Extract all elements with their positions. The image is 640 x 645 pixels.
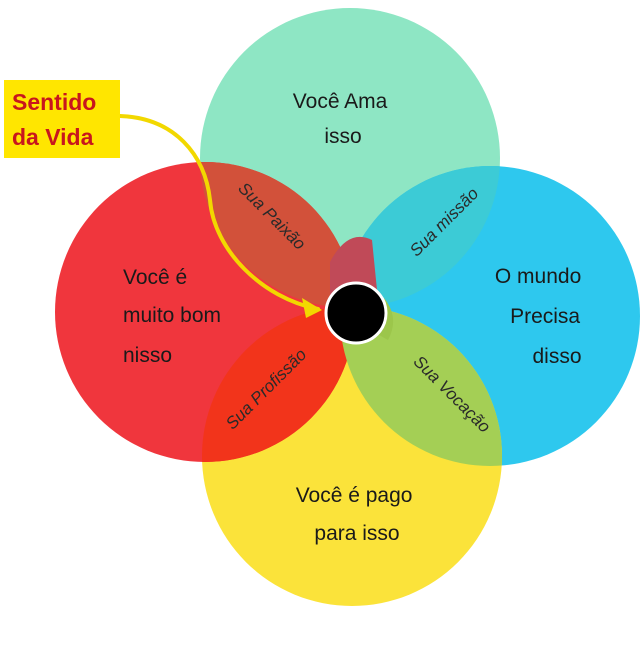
top-circle-label: Você Ama isso [293,90,393,148]
callout-arrow-line [118,114,320,311]
callout-box [4,80,120,158]
bottom-circle-label: Você é pago para isso [296,484,419,545]
right-circle-label: O mundo Precisa disso [495,265,587,368]
callout-label: Sentido da Vida [12,89,103,150]
callout-arrow-head [302,298,322,318]
center-dot [324,281,388,345]
overlap-top-left [200,162,355,308]
left-circle-label: Você é muito bom nisso [123,266,227,367]
overlap-top-right [340,166,500,308]
